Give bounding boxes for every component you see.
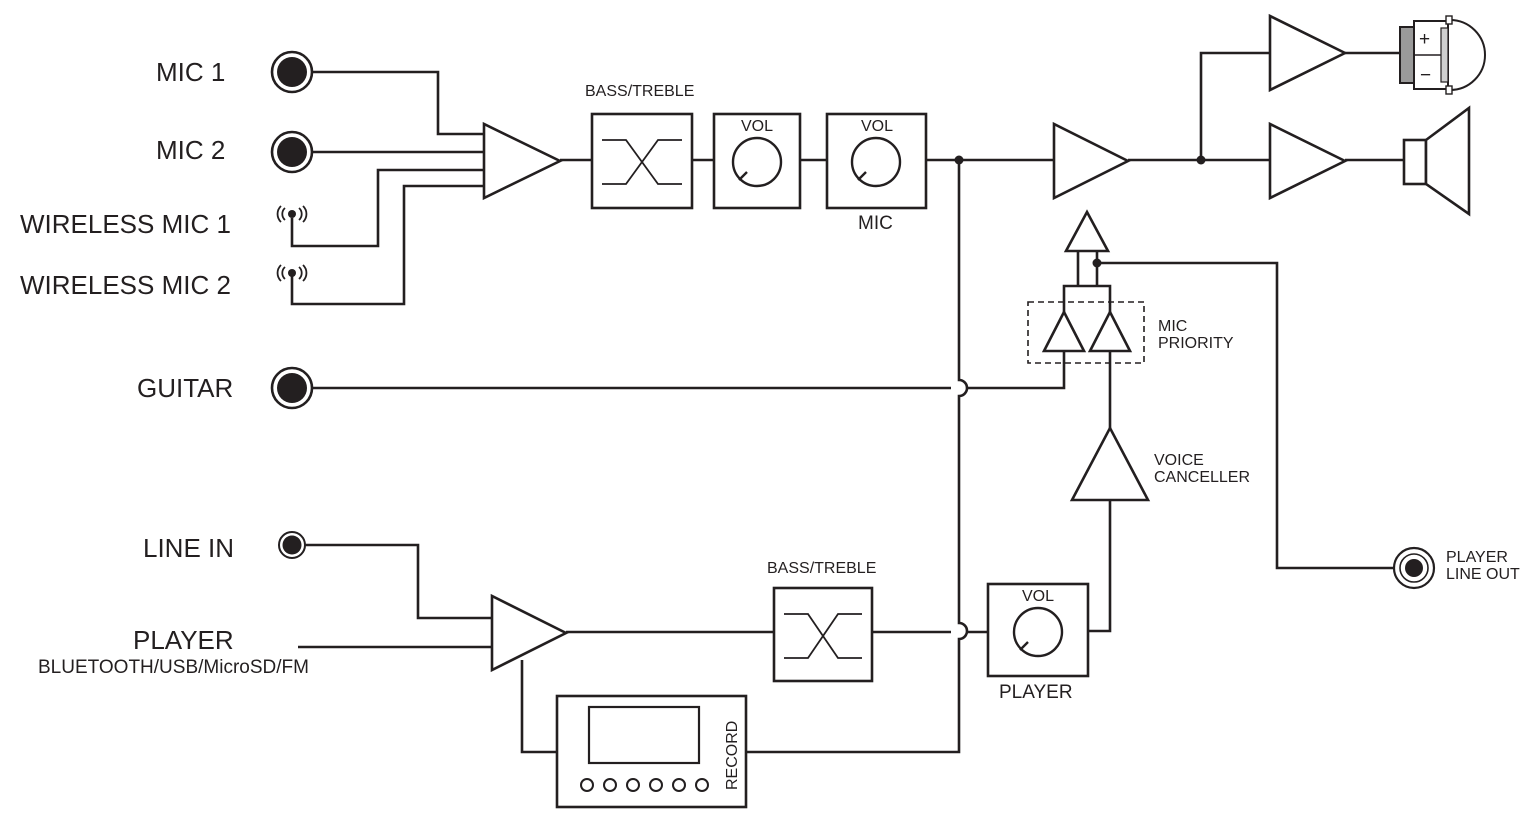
record-device [555, 694, 748, 809]
label-guitar: GUITAR [137, 373, 233, 403]
wire-vertical-bus [746, 160, 969, 754]
amplifier-triangle-icon-lamp [1268, 13, 1348, 93]
rotary-knob-icon-vol-mic [825, 112, 928, 210]
label-battery-minus: − [1420, 65, 1431, 86]
label-mic-priority-1: MIC [1158, 318, 1187, 335]
radio-wave-icon-wireless1 [276, 205, 308, 223]
jack-socket-icon-guitar [270, 366, 314, 410]
wire-mic1 [312, 70, 486, 136]
record-button-icon [649, 778, 663, 792]
label-player-caption: PLAYER [999, 682, 1073, 703]
label-vol-mic: VOL [861, 118, 893, 135]
label-battery-plus: + [1419, 29, 1430, 50]
label-voice-canceller-1: VOICE [1154, 452, 1204, 469]
junction-dot [954, 155, 964, 165]
battery-lamp-icon [1399, 15, 1486, 95]
wire-priority-merge [1062, 284, 1112, 312]
label-bass-treble-bottom: BASS/TREBLE [767, 560, 876, 577]
jack-socket-icon-line-out [1392, 546, 1436, 590]
amplifier-triangle-icon-player-mixer [490, 593, 569, 673]
rotary-knob-icon-vol1 [712, 112, 802, 210]
record-button-icon [695, 778, 709, 792]
label-line-out-1: PLAYER [1446, 549, 1508, 566]
amplifier-triangle-icon-priority-left [1041, 309, 1087, 353]
record-button-icon [603, 778, 617, 792]
amplifier-triangle-icon-main [1052, 121, 1131, 201]
junction-dot [1196, 155, 1206, 165]
mic-priority-box [1027, 301, 1145, 364]
bass-treble-crossover-icon-top [590, 112, 694, 210]
wire-guitar-priority [967, 352, 1066, 390]
label-mic-priority-2: PRIORITY [1158, 335, 1234, 352]
rotary-knob-icon-vol-player [986, 582, 1090, 678]
radio-wave-icon-wireless2 [276, 264, 308, 282]
amplifier-triangle-icon-speaker [1268, 121, 1348, 201]
speaker-icon [1402, 105, 1471, 217]
label-mic1: MIC 1 [156, 57, 225, 87]
wire-split-up [1199, 51, 1270, 160]
label-line-out-2: LINE OUT [1446, 566, 1520, 583]
amplifier-triangle-icon-mic-mixer [482, 121, 563, 201]
wire-wireless2 [290, 184, 486, 306]
wire-playervol-vc [1088, 500, 1112, 633]
label-vol1: VOL [741, 118, 773, 135]
label-player: PLAYER [133, 625, 234, 655]
junction-dot [1092, 258, 1102, 268]
wire-line-in [304, 543, 492, 620]
label-wireless1: WIRELESS MIC 1 [20, 209, 231, 239]
jack-socket-icon-mic1 [270, 50, 314, 94]
label-line-in: LINE IN [143, 533, 234, 563]
jack-socket-icon-mic2 [270, 130, 314, 174]
label-record: RECORD [724, 721, 741, 790]
jack-socket-icon-line-in [278, 531, 306, 559]
label-bass-treble-top: BASS/TREBLE [585, 83, 694, 100]
bass-treble-crossover-icon-bottom [772, 586, 874, 683]
label-wireless2: WIRELESS MIC 2 [20, 270, 231, 300]
amplifier-triangle-icon-priority-right [1087, 309, 1133, 353]
wire-line-out [1097, 261, 1394, 570]
record-button-icon [626, 778, 640, 792]
label-vol-player: VOL [1022, 588, 1054, 605]
record-button-icon [672, 778, 686, 792]
wire-wireless1 [290, 168, 486, 248]
label-voice-canceller-2: CANCELLER [1154, 469, 1250, 486]
record-button-icon [580, 778, 594, 792]
wires [290, 51, 1404, 754]
label-mic2: MIC 2 [156, 135, 225, 165]
wire-mixer-record [520, 660, 557, 754]
amplifier-triangle-icon-voice-canceller [1069, 425, 1151, 502]
label-mic-caption: MIC [858, 213, 893, 234]
amplifier-triangle-icon-priority-sum [1063, 209, 1111, 253]
label-player-sources: BLUETOOTH/USB/MicroSD/FM [38, 657, 309, 678]
